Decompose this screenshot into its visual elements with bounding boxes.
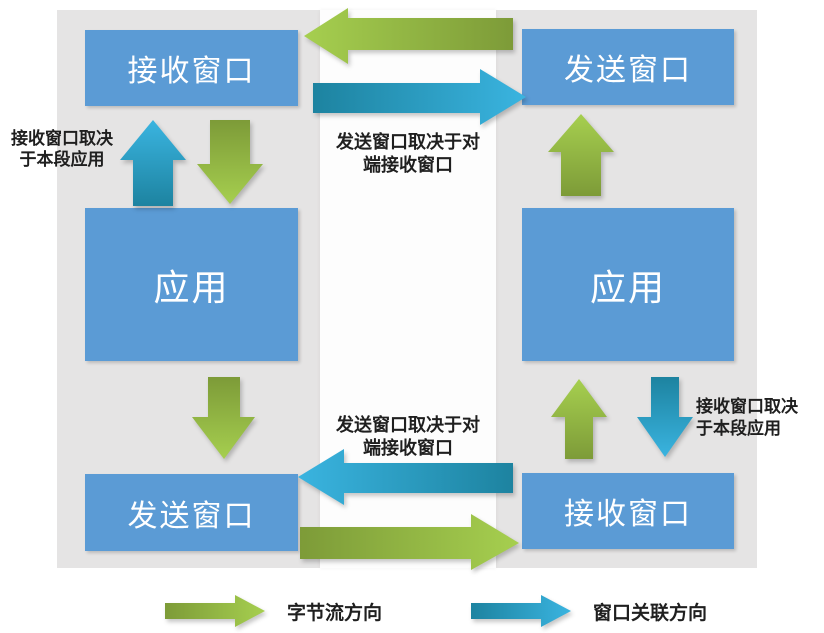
byte-stream-arrow-up-right-bottom-icon (551, 379, 607, 459)
left-receive-window-label: 接收窗口 (127, 55, 256, 88)
left-receive-window-box: 接收窗口 (85, 30, 298, 106)
byte-stream-arrow-bottom-right-icon (300, 514, 519, 570)
window-assoc-legend-arrow-icon (471, 595, 571, 627)
left-app-box: 应用 (85, 208, 298, 361)
right-send-window-box: 发送窗口 (522, 29, 734, 105)
top-middle-note: 发送窗口取决于对 端接收窗口 (336, 132, 480, 175)
left-app-label: 应用 (153, 266, 230, 308)
right-receive-window-box: 接收窗口 (522, 473, 734, 549)
right-app-box: 应用 (522, 208, 734, 361)
right-receive-window-label: 接收窗口 (564, 498, 692, 531)
byte-stream-legend-arrow-icon (165, 595, 265, 627)
right-note: 接收窗口取决 于本段应用 (696, 397, 798, 438)
byte-stream-arrow-down-left-bottom-icon (192, 377, 255, 459)
byte-stream-arrow-down-left-top-icon (197, 120, 263, 204)
window-assoc-arrow-bottom-left-icon (298, 449, 513, 505)
window-assoc-legend-label: 窗口关联方向 (593, 602, 708, 624)
byte-stream-arrow-top-left-icon (304, 8, 513, 64)
left-send-window-label: 发送窗口 (127, 499, 256, 533)
byte-stream-arrow-up-right-top-icon (548, 114, 614, 196)
right-send-window-label: 发送窗口 (564, 54, 692, 87)
byte-stream-legend-label: 字节流方向 (287, 602, 383, 624)
right-app-label: 应用 (589, 266, 666, 308)
left-note: 接收窗口取决 于本段应用 (11, 129, 113, 169)
window-assoc-arrow-down-right-icon (637, 377, 693, 457)
window-assoc-arrow-up-left-icon (120, 120, 186, 206)
legend-window-assoc: 窗口关联方向 (471, 592, 707, 630)
legend-byte-stream: 字节流方向 (165, 592, 382, 630)
window-assoc-arrow-top-right-icon (313, 69, 526, 125)
bottom-middle-note: 发送窗口取决于对 端接收窗口 (336, 415, 480, 458)
left-send-window-box: 发送窗口 (85, 474, 298, 551)
